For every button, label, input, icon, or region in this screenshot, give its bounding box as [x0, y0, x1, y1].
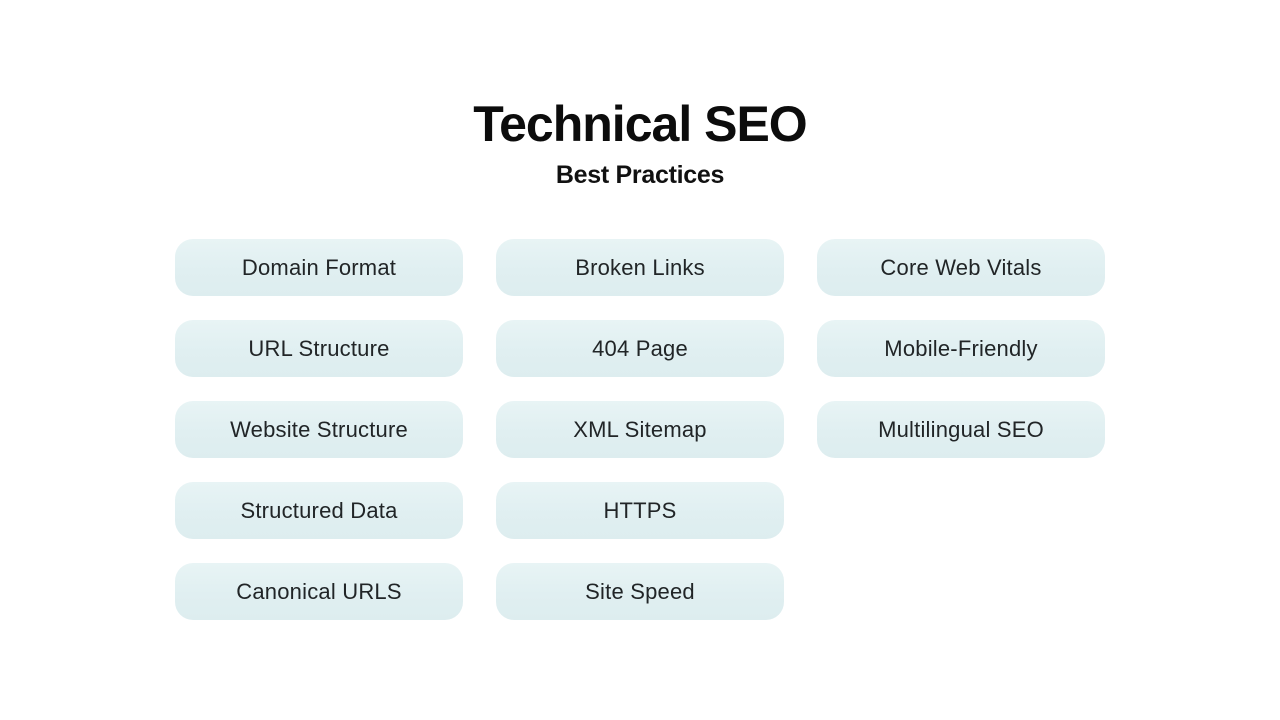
pill-structured-data: Structured Data — [175, 482, 463, 539]
pill-url-structure: URL Structure — [175, 320, 463, 377]
practices-grid: Domain Format URL Structure Website Stru… — [175, 239, 1105, 620]
pill-site-speed: Site Speed — [496, 563, 784, 620]
pill-canonical-urls: Canonical URLS — [175, 563, 463, 620]
pill-mobile-friendly: Mobile-Friendly — [817, 320, 1105, 377]
pill-domain-format: Domain Format — [175, 239, 463, 296]
page-title: Technical SEO — [473, 96, 807, 152]
pill-broken-links: Broken Links — [496, 239, 784, 296]
pill-xml-sitemap: XML Sitemap — [496, 401, 784, 458]
slide-header: Technical SEO Best Practices — [0, 96, 1280, 189]
pill-core-web-vitals: Core Web Vitals — [817, 239, 1105, 296]
pill-website-structure: Website Structure — [175, 401, 463, 458]
pill-multilingual-seo: Multilingual SEO — [817, 401, 1105, 458]
page-subtitle: Best Practices — [555, 161, 725, 189]
pill-https: HTTPS — [496, 482, 784, 539]
pill-404-page: 404 Page — [496, 320, 784, 377]
